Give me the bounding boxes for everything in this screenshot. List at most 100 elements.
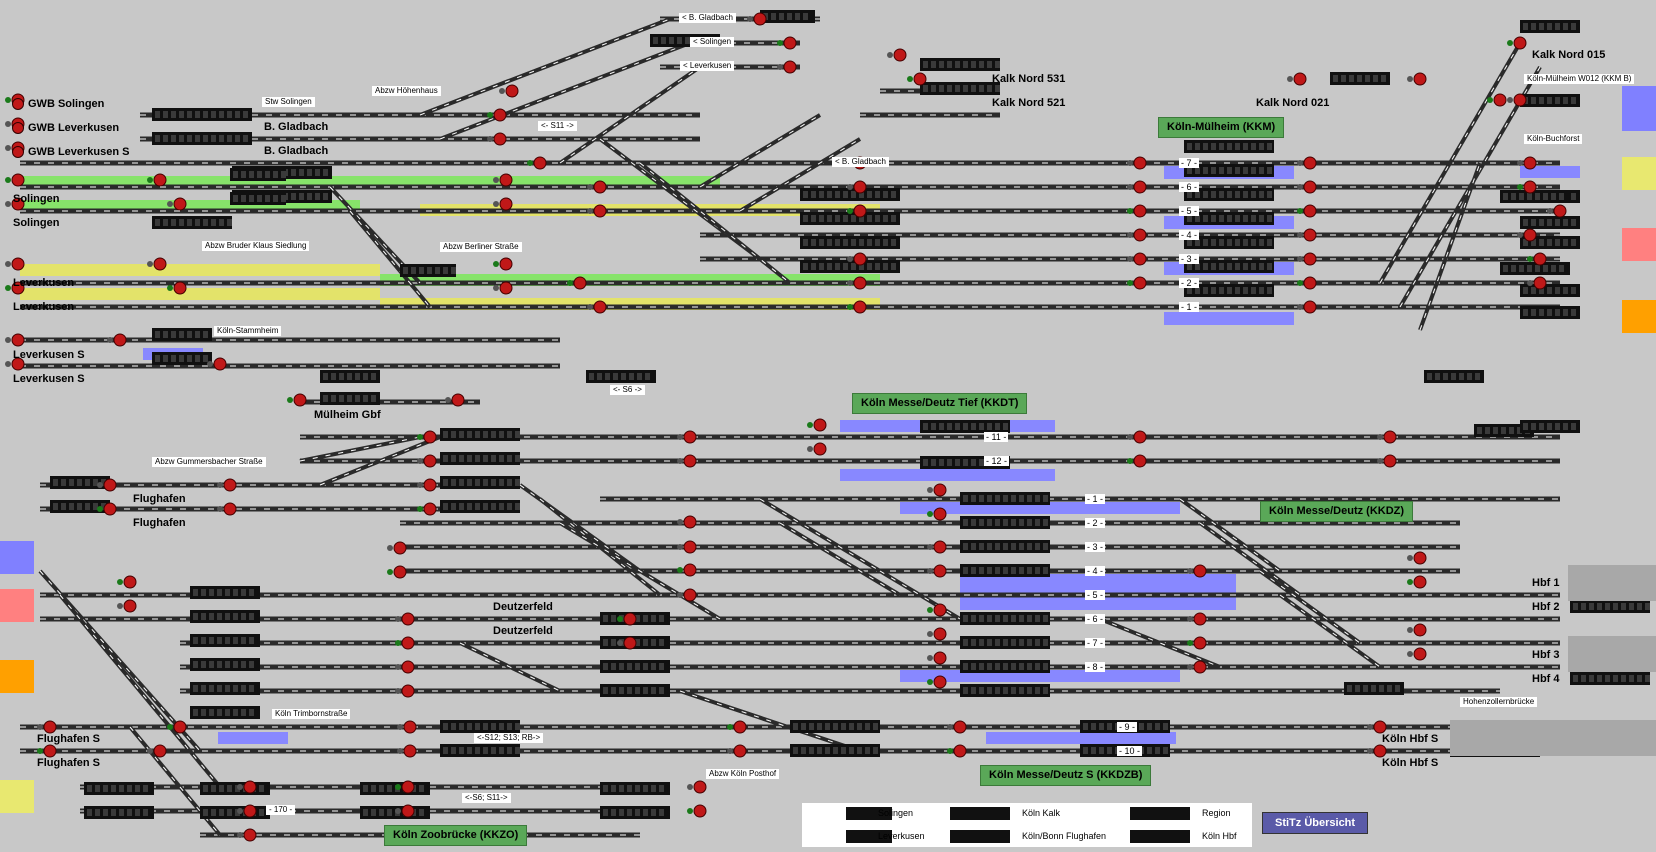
edge-tab-gray-hbfs[interactable] xyxy=(1450,720,1656,756)
occupancy-bar xyxy=(1164,312,1294,325)
train-number-digit xyxy=(209,589,214,596)
train-number-digit xyxy=(1027,615,1032,622)
edge-tab-yellow-right[interactable] xyxy=(1622,157,1656,190)
train-number-digit xyxy=(1043,495,1048,502)
signal-icon xyxy=(153,173,167,187)
train-number-digit xyxy=(483,455,488,462)
gwb-solingen[interactable]: GWB Solingen xyxy=(12,98,104,110)
edge-tab-red-right[interactable] xyxy=(1622,228,1656,261)
edge-tab-red-left[interactable] xyxy=(0,589,34,622)
signal-aspect-icon xyxy=(487,112,493,118)
train-number-digit xyxy=(203,111,208,118)
train-number-digit xyxy=(1519,193,1524,200)
signal-aspect-icon xyxy=(395,808,401,814)
edge-tab-yellow-left[interactable] xyxy=(0,780,34,813)
train-number-digit xyxy=(659,639,664,646)
train-number-digit xyxy=(643,809,648,816)
train-number-digit xyxy=(1235,167,1240,174)
signal-icon xyxy=(43,744,57,758)
train-number-digit xyxy=(923,61,928,68)
edge-tab-gray-hbf3[interactable] xyxy=(1568,636,1656,672)
train-number-digit xyxy=(257,171,262,178)
train-number-digit xyxy=(323,395,328,402)
gwb-indicator-icon[interactable] xyxy=(12,146,24,158)
signal-icon xyxy=(243,780,257,794)
train-number-digit xyxy=(1547,97,1552,104)
signal-icon xyxy=(813,418,827,432)
train-number-digit xyxy=(1477,427,1482,434)
station-kkdt[interactable]: Köln Messe/Deutz Tief (KKDT) xyxy=(852,393,1028,414)
signal-aspect-icon xyxy=(1187,640,1193,646)
train-number-digit xyxy=(363,809,368,816)
edge-tab-orange-left[interactable] xyxy=(0,660,34,693)
edge-tab-orange-right[interactable] xyxy=(1622,300,1656,333)
train-number-digit xyxy=(627,785,632,792)
track-number-label: - 4 - xyxy=(1179,230,1200,240)
train-number-digit xyxy=(1147,723,1152,730)
station-kkdzb[interactable]: Köln Messe/Deutz S (KKDZB) xyxy=(980,765,1152,786)
station-kkzo[interactable]: Köln Zoobrücke (KKZO) xyxy=(384,825,528,846)
edge-tab-blue-left[interactable] xyxy=(0,541,34,574)
station-kkm[interactable]: Köln-Mülheim (KKM) xyxy=(1158,117,1285,138)
train-number-digit xyxy=(507,431,512,438)
gwb-leverkusen[interactable]: GWB Leverkusen xyxy=(12,122,119,134)
train-number-digit xyxy=(155,219,160,226)
train-number-digit xyxy=(645,373,650,380)
train-number-digit xyxy=(1543,193,1548,200)
signal-icon xyxy=(933,540,947,554)
signal-aspect-icon xyxy=(5,361,11,367)
train-number-digit xyxy=(629,373,634,380)
signal-aspect-icon xyxy=(927,607,933,613)
train-number-digit xyxy=(621,373,626,380)
train-number-digit xyxy=(227,135,232,142)
train-number-digit xyxy=(1011,567,1016,574)
train-number-digit xyxy=(475,455,480,462)
train-number-digit xyxy=(819,263,824,270)
edge-tab-blue-right[interactable] xyxy=(1622,86,1656,131)
signal-icon xyxy=(123,575,137,589)
train-number-digit xyxy=(979,519,984,526)
train-number-digit xyxy=(1019,495,1024,502)
train-number-digit xyxy=(817,723,822,730)
train-number-digit xyxy=(1613,603,1618,610)
gwb-indicator-icon[interactable] xyxy=(12,122,24,134)
edge-tab-gray-hbf1[interactable] xyxy=(1568,565,1656,601)
train-number-digit xyxy=(987,663,992,670)
label-koeln-stammheim: Köln-Stammheim xyxy=(214,326,282,336)
signal-aspect-icon xyxy=(397,724,403,730)
train-number-digit xyxy=(233,195,238,202)
train-number-digit xyxy=(171,219,176,226)
label-kalk-nord-531: Kalk Nord 531 xyxy=(992,73,1066,85)
train-number-digit xyxy=(1251,239,1256,246)
gwb-indicator-icon[interactable] xyxy=(12,98,24,110)
train-number-digit xyxy=(1019,639,1024,646)
train-number-digit xyxy=(963,639,968,646)
train-number-digit xyxy=(635,785,640,792)
signal-icon xyxy=(11,257,25,271)
gwb-leverkusen-s[interactable]: GWB Leverkusen S xyxy=(12,146,129,158)
track-number-label: - 1 - xyxy=(1085,494,1106,504)
track-number-label: - 1 - xyxy=(1179,302,1200,312)
train-number-digit xyxy=(299,169,304,176)
station-kkdz[interactable]: Köln Messe/Deutz (KKDZ) xyxy=(1260,501,1414,522)
track-diagonal-dash xyxy=(699,114,821,188)
train-number-digit xyxy=(143,809,148,816)
signal-aspect-icon xyxy=(1187,616,1193,622)
train-number-digit xyxy=(931,61,936,68)
track-diagonal xyxy=(1258,569,1362,645)
train-number-digit xyxy=(801,747,806,754)
train-number-digit xyxy=(1539,239,1544,246)
train-number-digit xyxy=(281,195,286,202)
signal-icon xyxy=(403,720,417,734)
train-number-digit xyxy=(227,219,232,226)
label-koeln-hbf-s-2: Köln Hbf S xyxy=(1382,757,1439,769)
train-number-digit xyxy=(155,331,160,338)
signal-aspect-icon xyxy=(1297,256,1303,262)
train-number-digit xyxy=(811,215,816,222)
train-number-digit xyxy=(1035,543,1040,550)
signal-aspect-icon xyxy=(1127,232,1133,238)
train-number-digit xyxy=(217,709,222,716)
track-number-label: - 10 - xyxy=(1117,746,1143,756)
track-number-label: - 6 - xyxy=(1179,182,1200,192)
stitz-overview-button[interactable]: StiTz Übersicht xyxy=(1262,812,1369,834)
